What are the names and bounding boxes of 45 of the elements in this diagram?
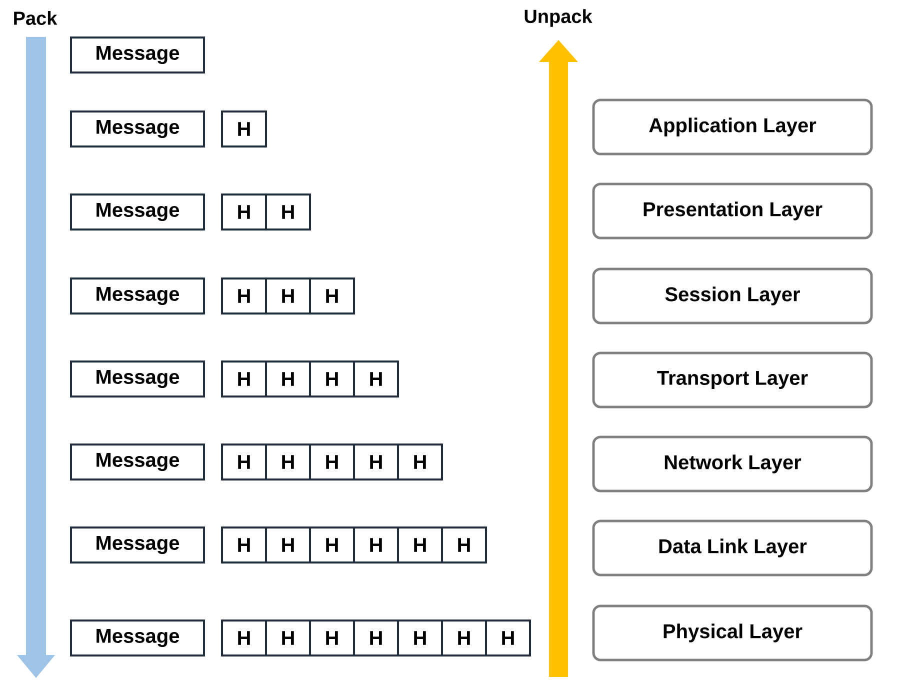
header-box: H	[353, 444, 399, 480]
header-box: H	[265, 620, 311, 656]
layer-box: Transport Layer	[592, 352, 873, 408]
header-box: H	[397, 444, 443, 480]
layer-box: Physical Layer	[592, 604, 873, 662]
header-box: H	[485, 620, 531, 656]
header-box: H	[265, 444, 311, 480]
message-box: Message	[70, 526, 205, 564]
header-box: H	[265, 360, 311, 398]
header-box: H	[353, 360, 399, 398]
header-box: H	[353, 620, 399, 656]
header-box: H	[265, 278, 311, 314]
direction-label: Unpack	[524, 9, 592, 27]
direction-label: Pack	[14, 11, 58, 25]
message-box: Message	[70, 110, 205, 148]
message-box: Message	[70, 278, 205, 314]
header-box: H	[309, 278, 355, 314]
header-box: H	[441, 620, 487, 656]
header-box: H	[221, 278, 267, 314]
message-box: Message	[70, 360, 205, 398]
header-box: H	[221, 526, 267, 564]
header-box: H	[221, 360, 267, 398]
layer-box: Application Layer	[592, 98, 873, 156]
header-box: H	[309, 620, 355, 656]
message-box: Message	[70, 36, 205, 74]
header-box: H	[265, 194, 311, 230]
header-box: H	[309, 526, 355, 564]
header-box: H	[397, 620, 443, 656]
header-box: H	[309, 444, 355, 480]
layer-box: Session Layer	[592, 268, 873, 324]
header-box: H	[441, 526, 487, 564]
header-box: H	[221, 110, 267, 148]
header-box: H	[309, 360, 355, 398]
message-box: Message	[70, 444, 205, 480]
message-box: Message	[70, 620, 205, 656]
header-box: H	[397, 526, 443, 564]
header-box: H	[221, 620, 267, 656]
layer-box: Network Layer	[592, 436, 873, 492]
header-box: H	[221, 444, 267, 480]
header-box: H	[221, 194, 267, 230]
layer-box: Data Link Layer	[592, 520, 873, 576]
message-box: Message	[70, 194, 205, 230]
layer-box: Presentation Layer	[592, 182, 873, 240]
header-box: H	[353, 526, 399, 564]
header-box: H	[265, 526, 311, 564]
